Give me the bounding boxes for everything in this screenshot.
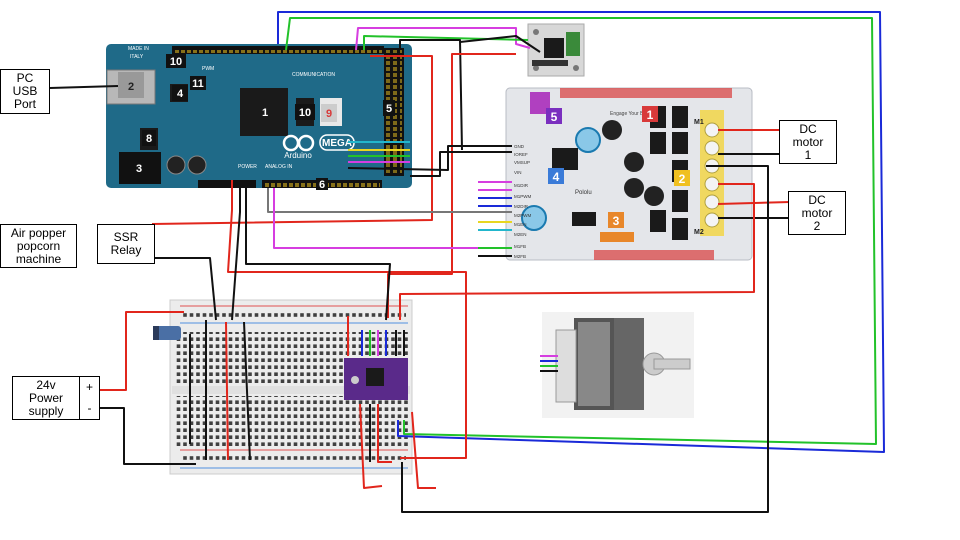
stepper-motor [540,312,694,418]
wire-ps-minus [100,407,196,465]
wire-magenta-analog [273,188,512,249]
wire-ps-plus [100,311,184,391]
callout-10a: 10 [170,56,182,68]
pin-gnd: GND [514,144,525,149]
dc-motor-2-label: DC motor 2 [788,191,846,235]
pin-m2fb: M2FB [514,254,526,259]
pin-m1pwm: M1PWM [514,194,532,199]
wire-green-module [363,35,529,50]
driver-callout-4: 4 [553,170,560,184]
driver-m2: M2 [694,229,704,236]
wire-black-module [399,39,463,151]
arduino-callouts: 1 2 3 4 5 6 8 9 10 10 11 [118,54,395,191]
dc-motor-1-label: DC motor 1 [779,120,837,164]
pin-m2en: M2EN [514,232,527,237]
wire-magenta-top [355,27,531,51]
driver-callout-3: 3 [613,214,620,228]
pc-usb-port-label: PC USB Port [0,69,50,114]
minus-terminal: - [87,401,92,415]
stepper-driver-module [344,358,408,400]
pwm-text: PWM [202,66,214,72]
wire-black-module-2 [459,35,541,53]
pin-vmsup: VMSUP [514,160,530,165]
pin-ioref: IOREF [514,152,528,157]
driver-callout-5: 5 [551,110,558,124]
pin-m2dir: M2DIR [514,204,529,209]
driver-brand: Pololu [575,190,592,196]
power-text: POWER [238,164,257,170]
jumper-red-4 [377,404,392,463]
callout-8: 8 [146,133,152,145]
pin-m2pwm: M2PWM [514,213,532,218]
air-popper-label: Air popper popcorn machine [0,224,77,268]
jumper-red-3 [359,403,383,489]
driver-callout-1: 1 [647,108,654,122]
driver-m1: M1 [694,119,704,126]
analog-in-text: ANALOG IN [265,164,293,170]
callout-5: 5 [386,103,392,115]
wire-black-bottom [401,165,769,513]
italy-text: ITALY [130,54,144,60]
callout-1: 1 [262,107,268,119]
jumper-red-1 [225,321,229,461]
wire-ssr [154,257,217,321]
callout-11: 11 [192,78,204,90]
power-supply-terminals: + - [79,376,100,420]
callout-9: 9 [326,108,332,120]
wire-black-gnd [410,151,512,177]
power-supply-label: 24v Power supply [12,376,80,420]
dual-motor-driver-board: Engage Your Bit Pololu M1 M2 GND IOREF V… [505,87,753,261]
ssr-relay-label: SSR Relay [97,224,155,264]
mega-text: MEGA [322,138,352,149]
wire-green-loop [285,17,877,445]
wire-black-power-2 [245,180,391,321]
jumper-black-3 [243,321,251,461]
capacitor [153,326,181,340]
pin-vin: VIN [514,170,522,175]
wire-blue-outer [277,11,885,453]
driver-title: Engage Your Bit [610,111,646,117]
wire-usb [49,85,119,89]
pin-m1dir: M1DIR [514,183,529,188]
callout-2: 2 [128,81,134,93]
driver-callouts: 1 2 3 4 5 [546,106,690,228]
pin-m1fb: M1FB [514,244,526,249]
wire-red-power [227,180,467,459]
wire-gray [267,188,512,213]
callout-6: 6 [319,179,325,191]
callout-10b: 10 [299,107,311,119]
wire-black-sig [347,145,512,171]
arduino-text: Arduino [284,151,312,160]
plus-terminal: + [85,380,93,394]
made-in-text: MADE IN [128,46,149,52]
communication-text: COMMUNICATION [292,72,335,78]
wire-black-power [231,180,241,321]
wires [49,11,885,513]
wire-red-top [151,55,433,225]
jumper-red-5 [411,411,436,489]
callout-3: 3 [136,163,142,175]
driver-callout-2: 2 [679,172,686,186]
wire-red-vin [399,183,755,320]
pin-m1en: M1EN [514,222,527,227]
callout-4: 4 [177,88,184,100]
